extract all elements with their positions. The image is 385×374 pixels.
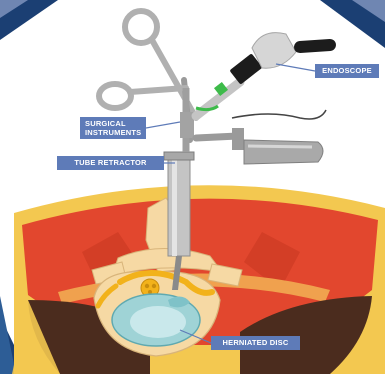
herniated-disc <box>112 294 200 346</box>
surgical-instruments-label: SURGICAL INSTRUMENTS <box>80 117 146 139</box>
herniated-disc-label: HERNIATED DISC <box>211 336 300 350</box>
endoscope-cable <box>196 110 326 164</box>
endoscope-label: ENDOSCOPE <box>315 64 379 78</box>
tube-retractor-label: TUBE RETRACTOR <box>57 156 164 170</box>
